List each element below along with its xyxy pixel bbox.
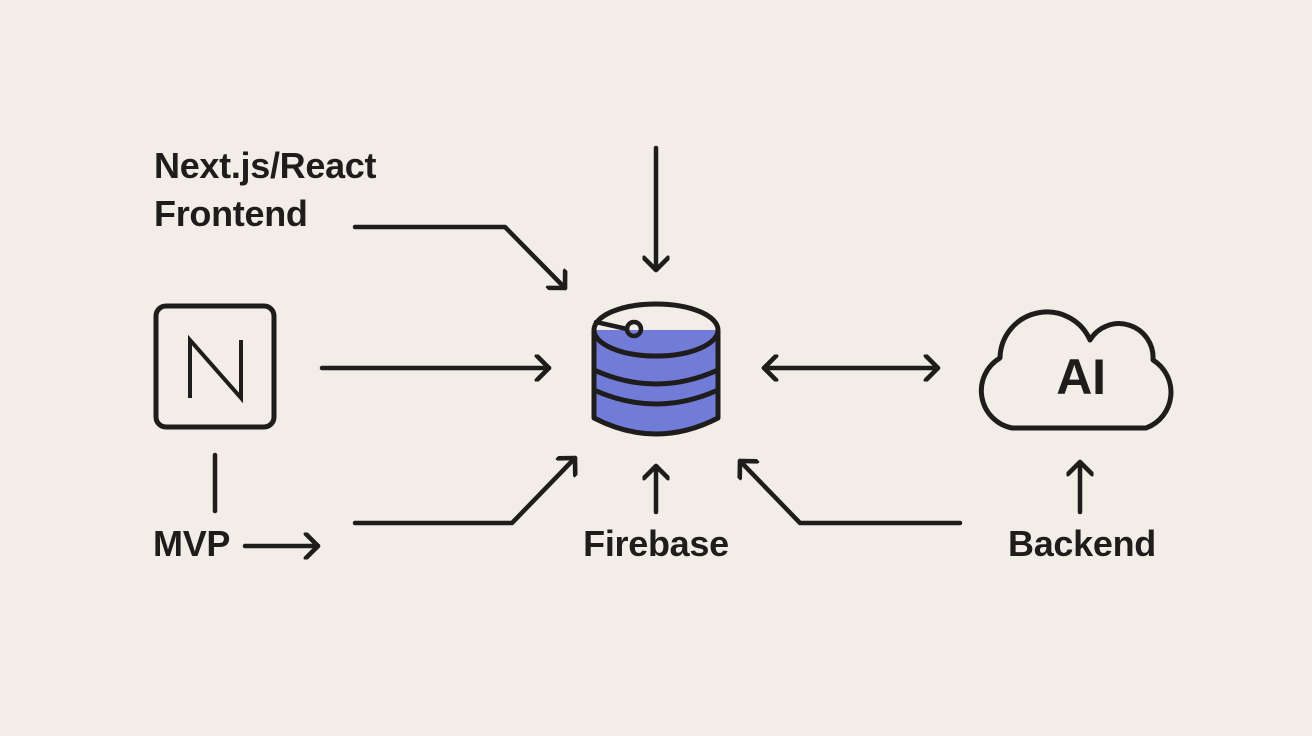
frontend-label: Next.js/React Frontend [154,145,377,234]
n-square-icon [153,303,277,430]
database-icon [591,301,721,437]
mvp-label: MVP [153,523,231,564]
firebase-label: Firebase [583,523,729,564]
cloud-icon [978,309,1174,431]
arrow-right-to-database [740,461,963,526]
database-dial-dot [624,319,644,339]
arrow-frontend-to-database [352,224,565,288]
nextjs-n-glyph [188,334,243,404]
ai-cloud-label: AI [1056,349,1106,405]
database-dial-line [593,319,630,332]
backend-label: Backend [1008,523,1156,564]
arrow-bottom-left-to-database [352,458,575,526]
